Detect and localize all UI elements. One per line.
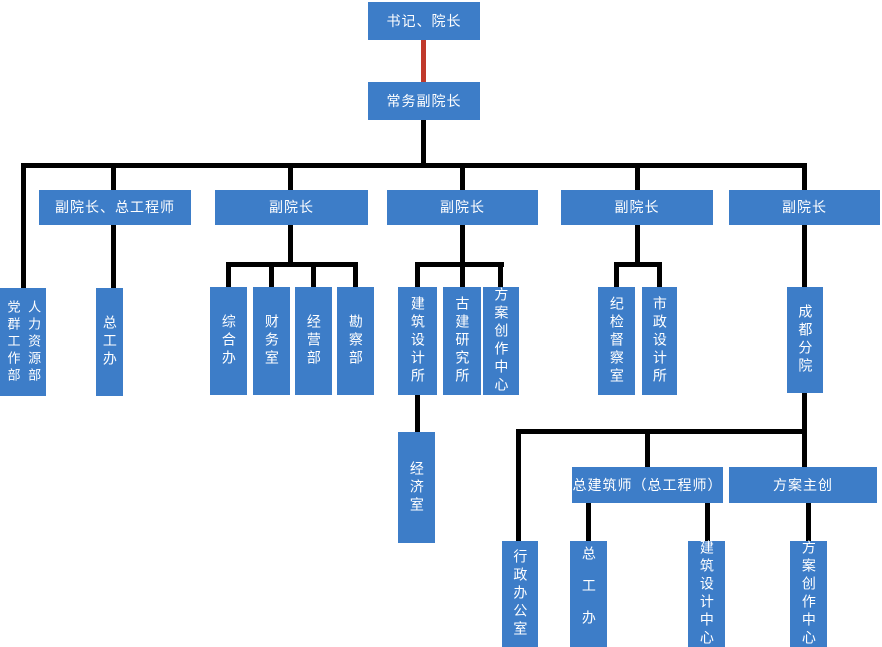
org-node-label: 纪检督察室 <box>608 296 625 386</box>
secretary-exec-link <box>421 40 426 82</box>
org-node-label: 综合办 <box>220 314 237 368</box>
org-node-label: 行政办公室 <box>512 549 529 639</box>
connector-line <box>415 267 420 287</box>
org-node-scheme-lead: 方案主创 <box>729 467 877 503</box>
org-node-label: 方案主创 <box>773 476 833 493</box>
connector-line <box>21 168 26 288</box>
org-node-municipal-design-institute: 市政设计所 <box>642 287 677 395</box>
connector-line <box>269 267 274 287</box>
org-node-vice-dean-1: 副院长 <box>215 190 368 225</box>
connector-line <box>516 429 807 434</box>
org-node-label: 经济室 <box>408 460 425 515</box>
org-node-survey-dept: 勘察部 <box>337 287 374 395</box>
connector-line <box>415 262 504 267</box>
org-node-vice-dean-chief-engineer: 副院长、总工程师 <box>39 190 191 225</box>
org-node-vice-dean-4: 副院长 <box>729 190 880 225</box>
org-node-scheme-creation-center: 方案创作中心 <box>483 287 519 395</box>
connector-line <box>226 262 358 267</box>
connector-line <box>802 434 807 467</box>
connector-line <box>516 434 521 541</box>
org-node-party-mass-hr-dept: 党群工作部人力资源部 <box>0 288 46 396</box>
org-node-label: 书记、院长 <box>386 12 462 29</box>
org-node-label: 方案创作中心 <box>800 540 817 647</box>
org-node-label: 副院长、总工程师 <box>55 199 175 216</box>
org-node-chief-engineer-office-chengdu: 总工办 <box>570 541 607 647</box>
org-node-discipline-inspection-office: 纪检督察室 <box>598 287 635 395</box>
org-node-label: 常务副院长 <box>386 92 462 109</box>
org-node-secretary-dean: 书记、院长 <box>368 2 480 40</box>
org-node-label: 建筑设计中心 <box>698 540 715 647</box>
connector-line <box>111 168 116 190</box>
org-node-chief-engineer-office: 总工办 <box>96 288 123 396</box>
connector-line <box>288 168 293 190</box>
org-node-label: 副院长 <box>614 199 660 216</box>
connector-line <box>498 267 503 287</box>
connector-line <box>21 163 807 168</box>
connector-line <box>460 168 465 190</box>
org-node-scheme-creation-center-chengdu: 方案创作中心 <box>790 540 827 647</box>
connector-line <box>311 267 316 287</box>
org-node-economics-office: 经济室 <box>398 432 435 543</box>
org-node-vice-dean-2: 副院长 <box>387 190 538 225</box>
org-node-label: 建筑设计所 <box>409 296 426 386</box>
org-node-label: 人力资源部 <box>26 299 42 385</box>
connector-line <box>802 168 807 190</box>
org-node-label: 方案创作中心 <box>493 287 510 395</box>
org-node-label: 市政设计所 <box>651 296 668 386</box>
org-node-label: 总工办 <box>580 546 597 642</box>
org-node-label: 总建筑师（总工程师） <box>572 476 723 493</box>
org-node-architectural-design-center: 建筑设计中心 <box>688 540 725 647</box>
connector-line <box>226 267 231 287</box>
connector-line <box>802 225 807 287</box>
connector-line <box>635 168 640 190</box>
org-node-ancient-architecture-institute: 古建研究所 <box>443 287 481 395</box>
connector-line <box>635 225 640 262</box>
org-node-label: 副院长 <box>440 199 485 216</box>
org-node-label: 财务室 <box>263 314 280 368</box>
org-node-label: 党群工作部 <box>5 299 21 385</box>
connector-line <box>111 225 116 288</box>
org-node-operations-dept: 经营部 <box>295 287 332 395</box>
connector-line <box>806 503 811 541</box>
org-node-label: 副院长 <box>782 199 827 216</box>
connector-line <box>645 434 650 467</box>
org-node-vice-dean-3: 副院长 <box>561 190 713 225</box>
org-node-label: 勘察部 <box>347 314 364 368</box>
connector-line <box>705 503 710 541</box>
connector-line <box>657 267 662 287</box>
org-node-label: 成都分院 <box>797 304 814 376</box>
connector-line <box>415 395 420 432</box>
org-node-label: 副院长 <box>269 199 314 216</box>
connector-line <box>460 267 465 287</box>
connector-line <box>614 262 662 267</box>
org-node-label: 经营部 <box>305 314 322 368</box>
connector-line <box>421 120 426 163</box>
org-node-chief-architect: 总建筑师（总工程师） <box>572 467 723 503</box>
connector-line <box>353 267 358 287</box>
org-node-executive-vice-dean: 常务副院长 <box>368 82 480 120</box>
org-node-finance-office: 财务室 <box>253 287 290 395</box>
org-node-label: 古建研究所 <box>454 296 471 386</box>
org-node-chengdu-branch: 成都分院 <box>787 287 823 393</box>
connector-line <box>802 393 807 429</box>
connector-line <box>586 503 591 541</box>
connector-line <box>288 225 293 262</box>
connector-line <box>460 225 465 262</box>
org-node-label: 总工办 <box>101 315 118 369</box>
org-node-architectural-design-institute: 建筑设计所 <box>398 287 437 395</box>
org-node-administrative-office: 行政办公室 <box>502 541 538 647</box>
org-node-general-office: 综合办 <box>210 287 247 395</box>
connector-line <box>614 267 619 287</box>
